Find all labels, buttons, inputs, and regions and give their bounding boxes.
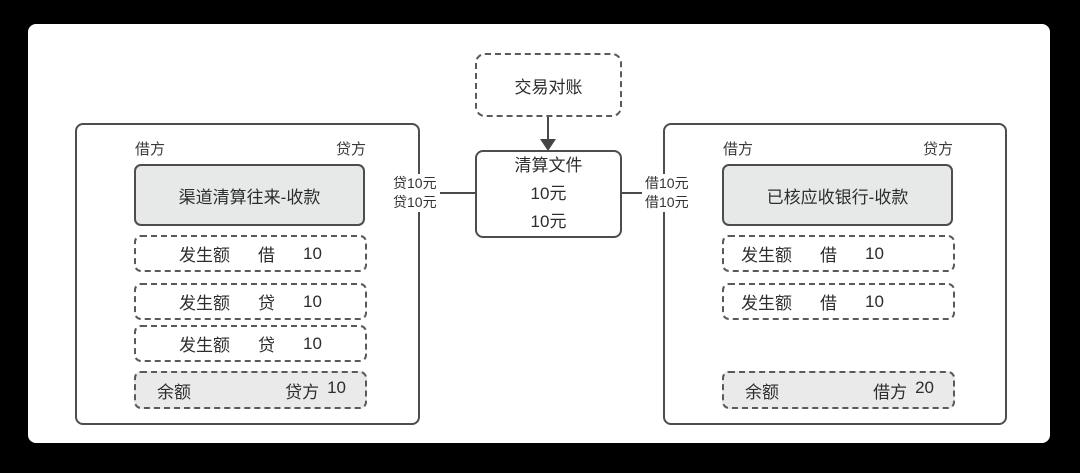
balance-side: 借方 <box>873 382 908 402</box>
entry-amount: 10 <box>865 291 884 311</box>
diagram-panel: 交易对账 清算文件 10元 10元 贷10元 贷10元 借10元 借10元 借方… <box>28 24 1050 443</box>
debit-flow-label-bottom: 借10元 <box>645 194 689 210</box>
right-balance-row: 余额 借方 20 <box>722 371 955 409</box>
right-connector-labels: 借10元 借10元 <box>642 174 692 212</box>
left-entry-row-2: 发生额 贷 10 <box>134 283 367 320</box>
transaction-reconciliation-label: 交易对账 <box>514 77 583 97</box>
left-account-box: 渠道清算往来-收款 <box>134 164 365 226</box>
right-debit-header: 借方 <box>723 141 754 158</box>
entry-side: 贷 <box>258 336 276 355</box>
entry-side: 借 <box>258 246 276 265</box>
clearing-file-amount-2: 10元 <box>530 212 567 231</box>
clearing-file-amount-1: 10元 <box>530 184 567 203</box>
entry-label: 发生额 <box>179 294 231 313</box>
right-entry-row-1: 发生额 借 10 <box>722 235 955 272</box>
entry-amount: 10 <box>865 243 884 263</box>
right-account-label: 已核应收银行-收款 <box>766 187 909 207</box>
transaction-reconciliation-box: 交易对账 <box>475 53 622 117</box>
right-entry-row-2: 发生额 借 10 <box>722 283 955 320</box>
credit-flow-label-top: 贷10元 <box>393 175 437 191</box>
entry-amount: 10 <box>303 243 322 263</box>
clearing-file-box: 清算文件 10元 10元 <box>475 150 622 238</box>
entry-label: 发生额 <box>741 246 792 265</box>
left-ledger-panel: 借方 贷方 渠道清算往来-收款 发生额 借 10 发生额 贷 10 发生额 贷 … <box>75 123 420 425</box>
balance-label: 余额 <box>745 382 779 402</box>
left-credit-header: 贷方 <box>335 141 366 158</box>
right-credit-header: 贷方 <box>922 141 953 158</box>
entry-side: 贷 <box>258 294 276 313</box>
left-entry-row-1: 发生额 借 10 <box>134 235 367 272</box>
entry-label: 发生额 <box>179 246 231 265</box>
entry-amount: 10 <box>303 333 322 353</box>
right-ledger-panel: 借方 贷方 已核应收银行-收款 发生额 借 10 发生额 借 10 余额 借方 … <box>663 123 1007 425</box>
down-connector-line <box>547 117 549 141</box>
entry-side: 借 <box>820 246 837 265</box>
left-balance-row: 余额 贷方 10 <box>134 371 367 409</box>
balance-side: 贷方 <box>285 382 320 402</box>
left-account-label: 渠道清算往来-收款 <box>178 187 321 207</box>
entry-label: 发生额 <box>179 336 231 355</box>
left-connector-labels: 贷10元 贷10元 <box>390 174 440 212</box>
left-debit-header: 借方 <box>135 141 166 158</box>
entry-label: 发生额 <box>741 294 792 313</box>
entry-side: 借 <box>820 294 837 313</box>
right-account-box: 已核应收银行-收款 <box>722 164 953 226</box>
balance-amount: 20 <box>915 377 934 397</box>
arrow-down-icon <box>540 139 556 151</box>
balance-label: 余额 <box>157 382 191 402</box>
debit-flow-label-top: 借10元 <box>645 175 689 191</box>
credit-flow-label-bottom: 贷10元 <box>393 194 437 210</box>
entry-amount: 10 <box>303 291 322 311</box>
left-entry-row-3: 发生额 贷 10 <box>134 325 367 362</box>
clearing-file-title: 清算文件 <box>514 156 583 175</box>
balance-amount: 10 <box>327 377 346 397</box>
